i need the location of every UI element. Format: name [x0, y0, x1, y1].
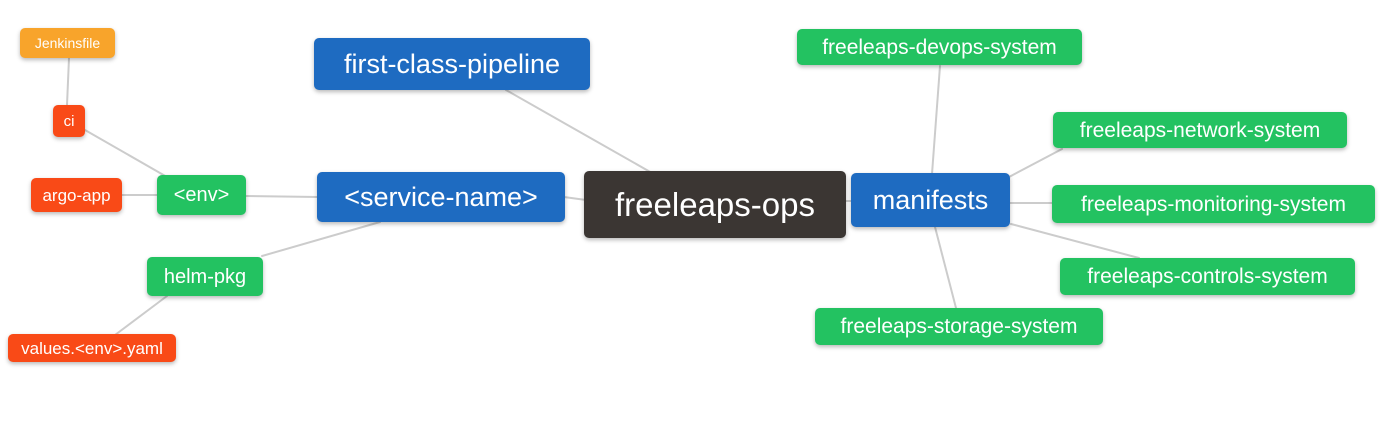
node-freeleaps-monitoring-system[interactable]: freeleaps-monitoring-system [1052, 185, 1375, 223]
node-service-name[interactable]: <service-name> [317, 172, 565, 222]
edge-manifests-to-freeleaps-devops-system [931, 65, 941, 175]
node-ci[interactable]: ci [53, 105, 85, 137]
edge-manifests-to-freeleaps-controls-system [1010, 223, 1140, 259]
edge-manifests-to-freeleaps-storage-system [934, 226, 957, 309]
node-helm-pkg[interactable]: helm-pkg [147, 257, 263, 296]
node-freeleaps-devops-system[interactable]: freeleaps-devops-system [797, 29, 1082, 65]
node-freeleaps-ops[interactable]: freeleaps-ops [584, 171, 846, 238]
node-jenkinsfile[interactable]: Jenkinsfile [20, 28, 115, 58]
node-env[interactable]: <env> [157, 175, 246, 215]
edge-first-class-pipeline-to-freeleaps-ops [505, 89, 653, 174]
edge-env-to-service-name [244, 195, 319, 198]
edge-helm-pkg-to-service-name [261, 221, 381, 257]
edge-ci-to-env [84, 129, 168, 178]
node-manifests[interactable]: manifests [851, 173, 1010, 227]
edge-manifests-to-freeleaps-network-system [1008, 148, 1063, 178]
node-first-class-pipeline[interactable]: first-class-pipeline [314, 38, 590, 90]
edge-helm-pkg-to-values-env-yaml [114, 295, 168, 336]
node-freeleaps-storage-system[interactable]: freeleaps-storage-system [815, 308, 1103, 345]
edge-jenkinsfile-to-ci [66, 57, 70, 106]
node-freeleaps-controls-system[interactable]: freeleaps-controls-system [1060, 258, 1355, 295]
edge-service-name-to-freeleaps-ops [563, 196, 587, 201]
node-freeleaps-network-system[interactable]: freeleaps-network-system [1053, 112, 1347, 148]
node-argo-app[interactable]: argo-app [31, 178, 122, 212]
node-values-env-yaml[interactable]: values.<env>.yaml [8, 334, 176, 362]
